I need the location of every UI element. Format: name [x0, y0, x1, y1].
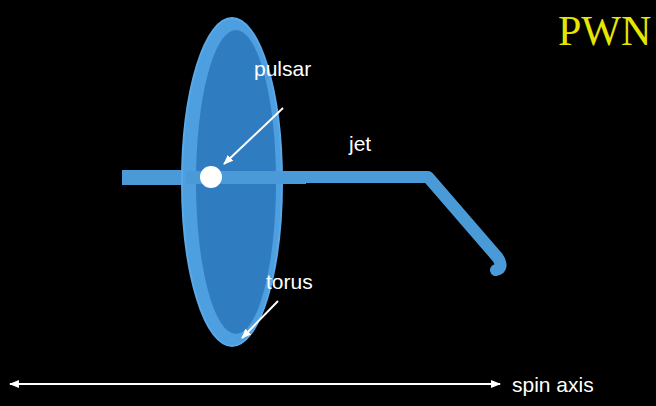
part-label: spin axis: [512, 374, 594, 395]
part-label: pulsar: [254, 58, 311, 79]
leader-arrow: [242, 301, 278, 338]
jet: [300, 177, 501, 270]
spin-axis-arrow: [10, 383, 500, 385]
title: PWN: [558, 10, 651, 52]
leader-arrow: [224, 108, 283, 164]
part-label: jet: [349, 133, 371, 154]
pulsar-dot: [200, 166, 222, 188]
part-label: torus: [266, 271, 313, 292]
